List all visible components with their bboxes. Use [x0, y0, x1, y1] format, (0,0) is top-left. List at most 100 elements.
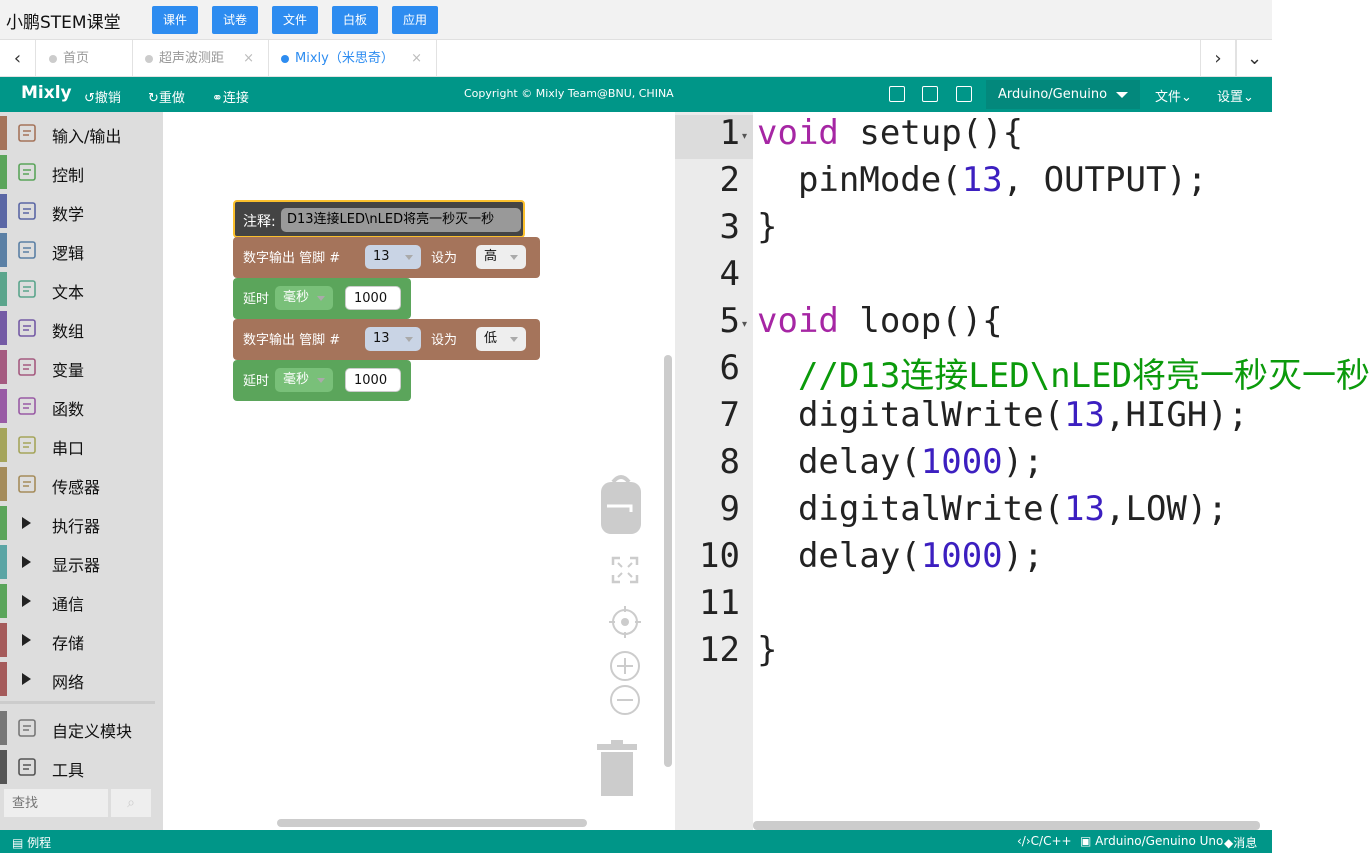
tab-mixly[interactable]: Mixly（米思奇） ×	[269, 40, 437, 77]
expand-arrow-icon[interactable]	[22, 556, 31, 568]
serial-icon	[18, 436, 36, 454]
digital-write-block-high[interactable]: 数字输出 管脚 # 13 设为 高	[233, 237, 540, 278]
level-dropdown[interactable]: 高	[476, 245, 526, 269]
nav-button-exam[interactable]: 试卷	[212, 6, 259, 34]
tab-scroll-right-icon[interactable]: ›	[1200, 40, 1236, 77]
comment-block[interactable]: 注释: D13连接LED\nLED将亮一秒灭一秒	[233, 200, 525, 238]
code-line-7: digitalWrite(13,HIGH);	[757, 395, 1249, 435]
board-select-value: Arduino/Genuino	[998, 87, 1108, 102]
file-menu[interactable]: 文件⌄	[1155, 90, 1192, 105]
nav-button-courseware[interactable]: 课件	[152, 6, 199, 34]
delay-unit-dropdown[interactable]: 毫秒	[275, 368, 333, 392]
language-indicator[interactable]: ‹/›C/C++	[1017, 834, 1072, 848]
nav-button-apps[interactable]: 应用	[392, 6, 439, 34]
category-custom-module[interactable]: 自定义模块	[0, 710, 155, 746]
examples-button[interactable]: ▤ 例程	[12, 836, 52, 850]
redo-button[interactable]: ↻重做	[148, 91, 185, 106]
category-label: 串口	[52, 439, 85, 458]
delay-unit-dropdown[interactable]: 毫秒	[275, 286, 333, 310]
level-dropdown[interactable]: 低	[476, 327, 526, 351]
tab-home[interactable]: 首页	[37, 40, 133, 77]
pin-dropdown[interactable]: 13	[365, 327, 421, 351]
line-number-gutter	[675, 112, 753, 830]
mixly-toolbar: Mixly ↺撤销 ↻重做 ⚭连接 Copyright © Mixly Team…	[0, 77, 1272, 112]
block-search-input[interactable]	[4, 789, 108, 817]
mixly-logo: Mixly	[21, 83, 72, 103]
expand-arrow-icon[interactable]	[22, 673, 31, 685]
line-number: 2	[719, 160, 740, 200]
delay-block-1[interactable]: 延时 毫秒 1000	[233, 278, 411, 319]
comment-text[interactable]: D13连接LED\nLED将亮一秒灭一秒	[281, 208, 521, 232]
trash-icon[interactable]	[595, 740, 639, 798]
category-label: 自定义模块	[52, 722, 133, 741]
set-label: 设为	[431, 333, 458, 348]
line-number: 5	[719, 301, 740, 341]
code-line-2: pinMode(13, OUTPUT);	[757, 160, 1208, 200]
category-io[interactable]: 输入/输出	[0, 115, 155, 151]
split-view-icon[interactable]	[922, 86, 938, 102]
delay-value-input[interactable]: 1000	[345, 368, 401, 392]
category-label: 逻辑	[52, 244, 85, 263]
category-group[interactable]: 通信	[0, 583, 155, 619]
center-workspace-icon[interactable]	[609, 606, 641, 638]
chevron-down-icon: ⌄	[1181, 90, 1192, 105]
delay-value-input[interactable]: 1000	[345, 286, 401, 310]
tab-menu-chevron-down-icon[interactable]: ⌄	[1236, 40, 1272, 77]
category-group[interactable]: 显示器	[0, 544, 155, 580]
tab-close-icon[interactable]: ×	[243, 51, 254, 66]
delay-block-2[interactable]: 延时 毫秒 1000	[233, 360, 411, 401]
dropdown-arrow-icon	[510, 255, 518, 260]
settings-menu[interactable]: 设置⌄	[1217, 90, 1254, 105]
code-icon: ‹/›	[1017, 834, 1031, 848]
category-group[interactable]: 网络	[0, 661, 155, 697]
expand-arrow-icon[interactable]	[22, 595, 31, 607]
category-math[interactable]: 数学	[0, 193, 155, 229]
expand-arrow-icon[interactable]	[22, 517, 31, 529]
category-function[interactable]: 函数	[0, 388, 155, 424]
zoom-in-icon[interactable]	[609, 650, 641, 682]
category-color-bar	[0, 311, 7, 345]
digital-write-block-low[interactable]: 数字输出 管脚 # 13 设为 低	[233, 319, 540, 360]
category-control[interactable]: 控制	[0, 154, 155, 190]
block-workspace[interactable]: 注释: D13连接LED\nLED将亮一秒灭一秒 数字输出 管脚 # 13 设为…	[163, 112, 675, 830]
category-logic[interactable]: 逻辑	[0, 232, 155, 268]
zoom-out-icon[interactable]	[609, 684, 641, 716]
code-view-icon[interactable]	[956, 86, 972, 102]
blocks-view-icon[interactable]	[889, 86, 905, 102]
connect-button[interactable]: ⚭连接	[212, 91, 249, 106]
fullscreen-icon[interactable]	[611, 556, 639, 584]
board-select[interactable]: Arduino/Genuino	[986, 80, 1140, 109]
workspace-horizontal-scrollbar[interactable]	[277, 819, 587, 827]
category-sensor[interactable]: 传感器	[0, 466, 155, 502]
comment-label: 注释:	[243, 214, 276, 230]
nav-button-whiteboard[interactable]: 白板	[332, 6, 379, 34]
line-number: 4	[719, 254, 740, 294]
category-group[interactable]: 存储	[0, 622, 155, 658]
nav-button-file[interactable]: 文件	[272, 6, 319, 34]
category-text[interactable]: 文本	[0, 271, 155, 307]
delay-label: 延时	[243, 374, 270, 389]
editor-horizontal-scrollbar[interactable]	[753, 821, 1260, 830]
tab-close-icon[interactable]: ×	[411, 51, 422, 66]
board-indicator[interactable]: ▣ Arduino/Genuino Uno	[1080, 834, 1224, 848]
messages-button[interactable]: ◆消息	[1224, 836, 1258, 850]
tab-scroll-left-icon[interactable]: ‹	[0, 40, 36, 77]
undo-button[interactable]: ↺撤销	[84, 91, 121, 106]
category-variable[interactable]: 变量	[0, 349, 155, 385]
search-icon[interactable]: ⌕	[111, 789, 151, 817]
fold-arrow-icon[interactable]: ▾	[742, 319, 748, 330]
expand-arrow-icon[interactable]	[22, 634, 31, 646]
text-icon	[18, 280, 36, 298]
backpack-icon[interactable]	[599, 472, 643, 536]
workspace-vertical-scrollbar[interactable]	[664, 355, 672, 767]
category-tools[interactable]: 工具	[0, 749, 155, 785]
category-array[interactable]: 数组	[0, 310, 155, 346]
category-color-bar	[0, 711, 7, 745]
pin-dropdown[interactable]: 13	[365, 245, 421, 269]
category-serial[interactable]: 串口	[0, 427, 155, 463]
category-color-bar	[0, 506, 7, 540]
category-group[interactable]: 执行器	[0, 505, 155, 541]
fold-arrow-icon[interactable]: ▾	[742, 131, 748, 142]
tab-ultrasonic[interactable]: 超声波测距 ×	[133, 40, 269, 77]
